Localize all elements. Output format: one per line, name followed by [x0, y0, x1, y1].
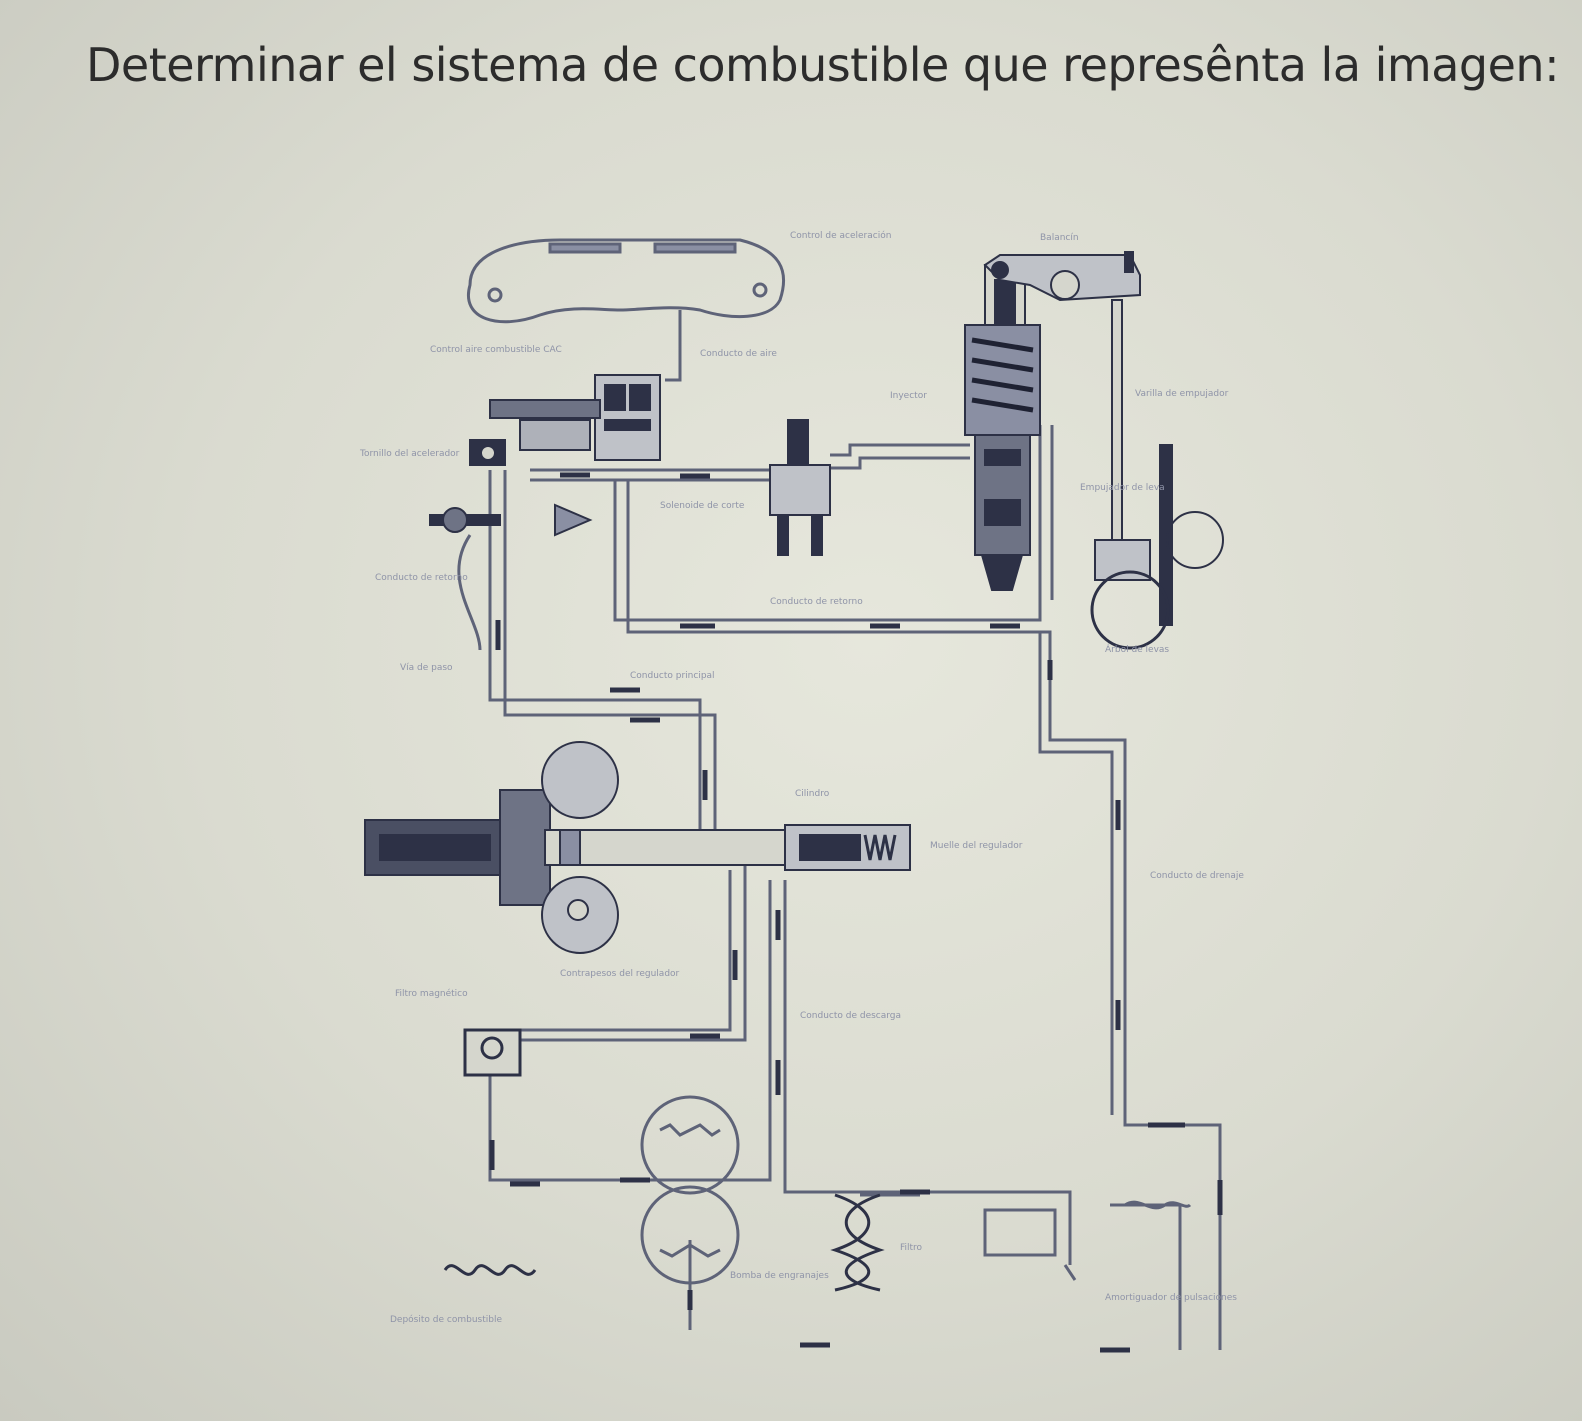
label-air-duct: Conducto de aire	[700, 349, 777, 359]
pulsation-damper	[983, 1200, 1192, 1281]
label-pulsation-damper: Amortiguador de pulsaciones	[1105, 1293, 1237, 1303]
label-magnetic-filter: Filtro magnético	[395, 988, 468, 999]
label-discharge-duct: Conducto de descarga	[800, 1011, 901, 1021]
throttle-shaft	[429, 503, 593, 651]
fuel-filter	[830, 1193, 885, 1292]
label-cam-follower: Empujador de leva	[1080, 483, 1165, 493]
question-text: Determinar el sistema de combustible que…	[86, 38, 1560, 92]
label-shutdown-solenoid: Solenoide de corte	[660, 501, 745, 511]
shutdown-solenoid	[769, 419, 831, 556]
label-pushrod: Varilla de empujador	[1135, 389, 1229, 399]
label-injector: Inyector	[890, 391, 927, 401]
injector	[964, 264, 1041, 591]
label-rocker-arm: Balancín	[1040, 233, 1079, 243]
throttle-control-linkage	[466, 238, 786, 382]
air-fuel-control-block	[469, 374, 661, 466]
label-passage: Vía de paso	[400, 663, 453, 673]
label-filter: Filtro	[900, 1243, 923, 1253]
label-governor-spring: Muelle del regulador	[930, 841, 1023, 851]
flow-marks	[489, 472, 1223, 1353]
governor-housing	[364, 741, 911, 954]
label-main-duct: Conducto principal	[630, 671, 715, 681]
label-camshaft: Árbol de levas	[1105, 643, 1169, 655]
label-cylinder: Cilindro	[795, 789, 830, 799]
gear-pump	[640, 1095, 740, 1285]
label-governor-weights: Contrapesos del regulador	[560, 969, 680, 979]
label-fuel-tank: Depósito de combustible	[390, 1314, 502, 1325]
rocker-arm-assembly	[983, 251, 1224, 650]
label-cac: Control aire combustible CAC	[430, 345, 562, 355]
label-throttle-screw: Tornillo del acelerador	[359, 449, 460, 459]
diagram-labels: Control de aceleración Control aire comb…	[359, 230, 1244, 1325]
label-throttle-control: Control de aceleración	[790, 230, 891, 241]
label-return-duct: Conducto de retorno	[770, 597, 863, 607]
tank-strainer	[443, 1264, 537, 1276]
label-gear-pump: Bomba de engranajes	[730, 1271, 829, 1281]
label-return-duct-left: Conducto de retorno	[375, 573, 468, 583]
label-drain-duct: Conducto de drenaje	[1150, 871, 1244, 881]
magnetic-filter	[463, 1028, 522, 1077]
